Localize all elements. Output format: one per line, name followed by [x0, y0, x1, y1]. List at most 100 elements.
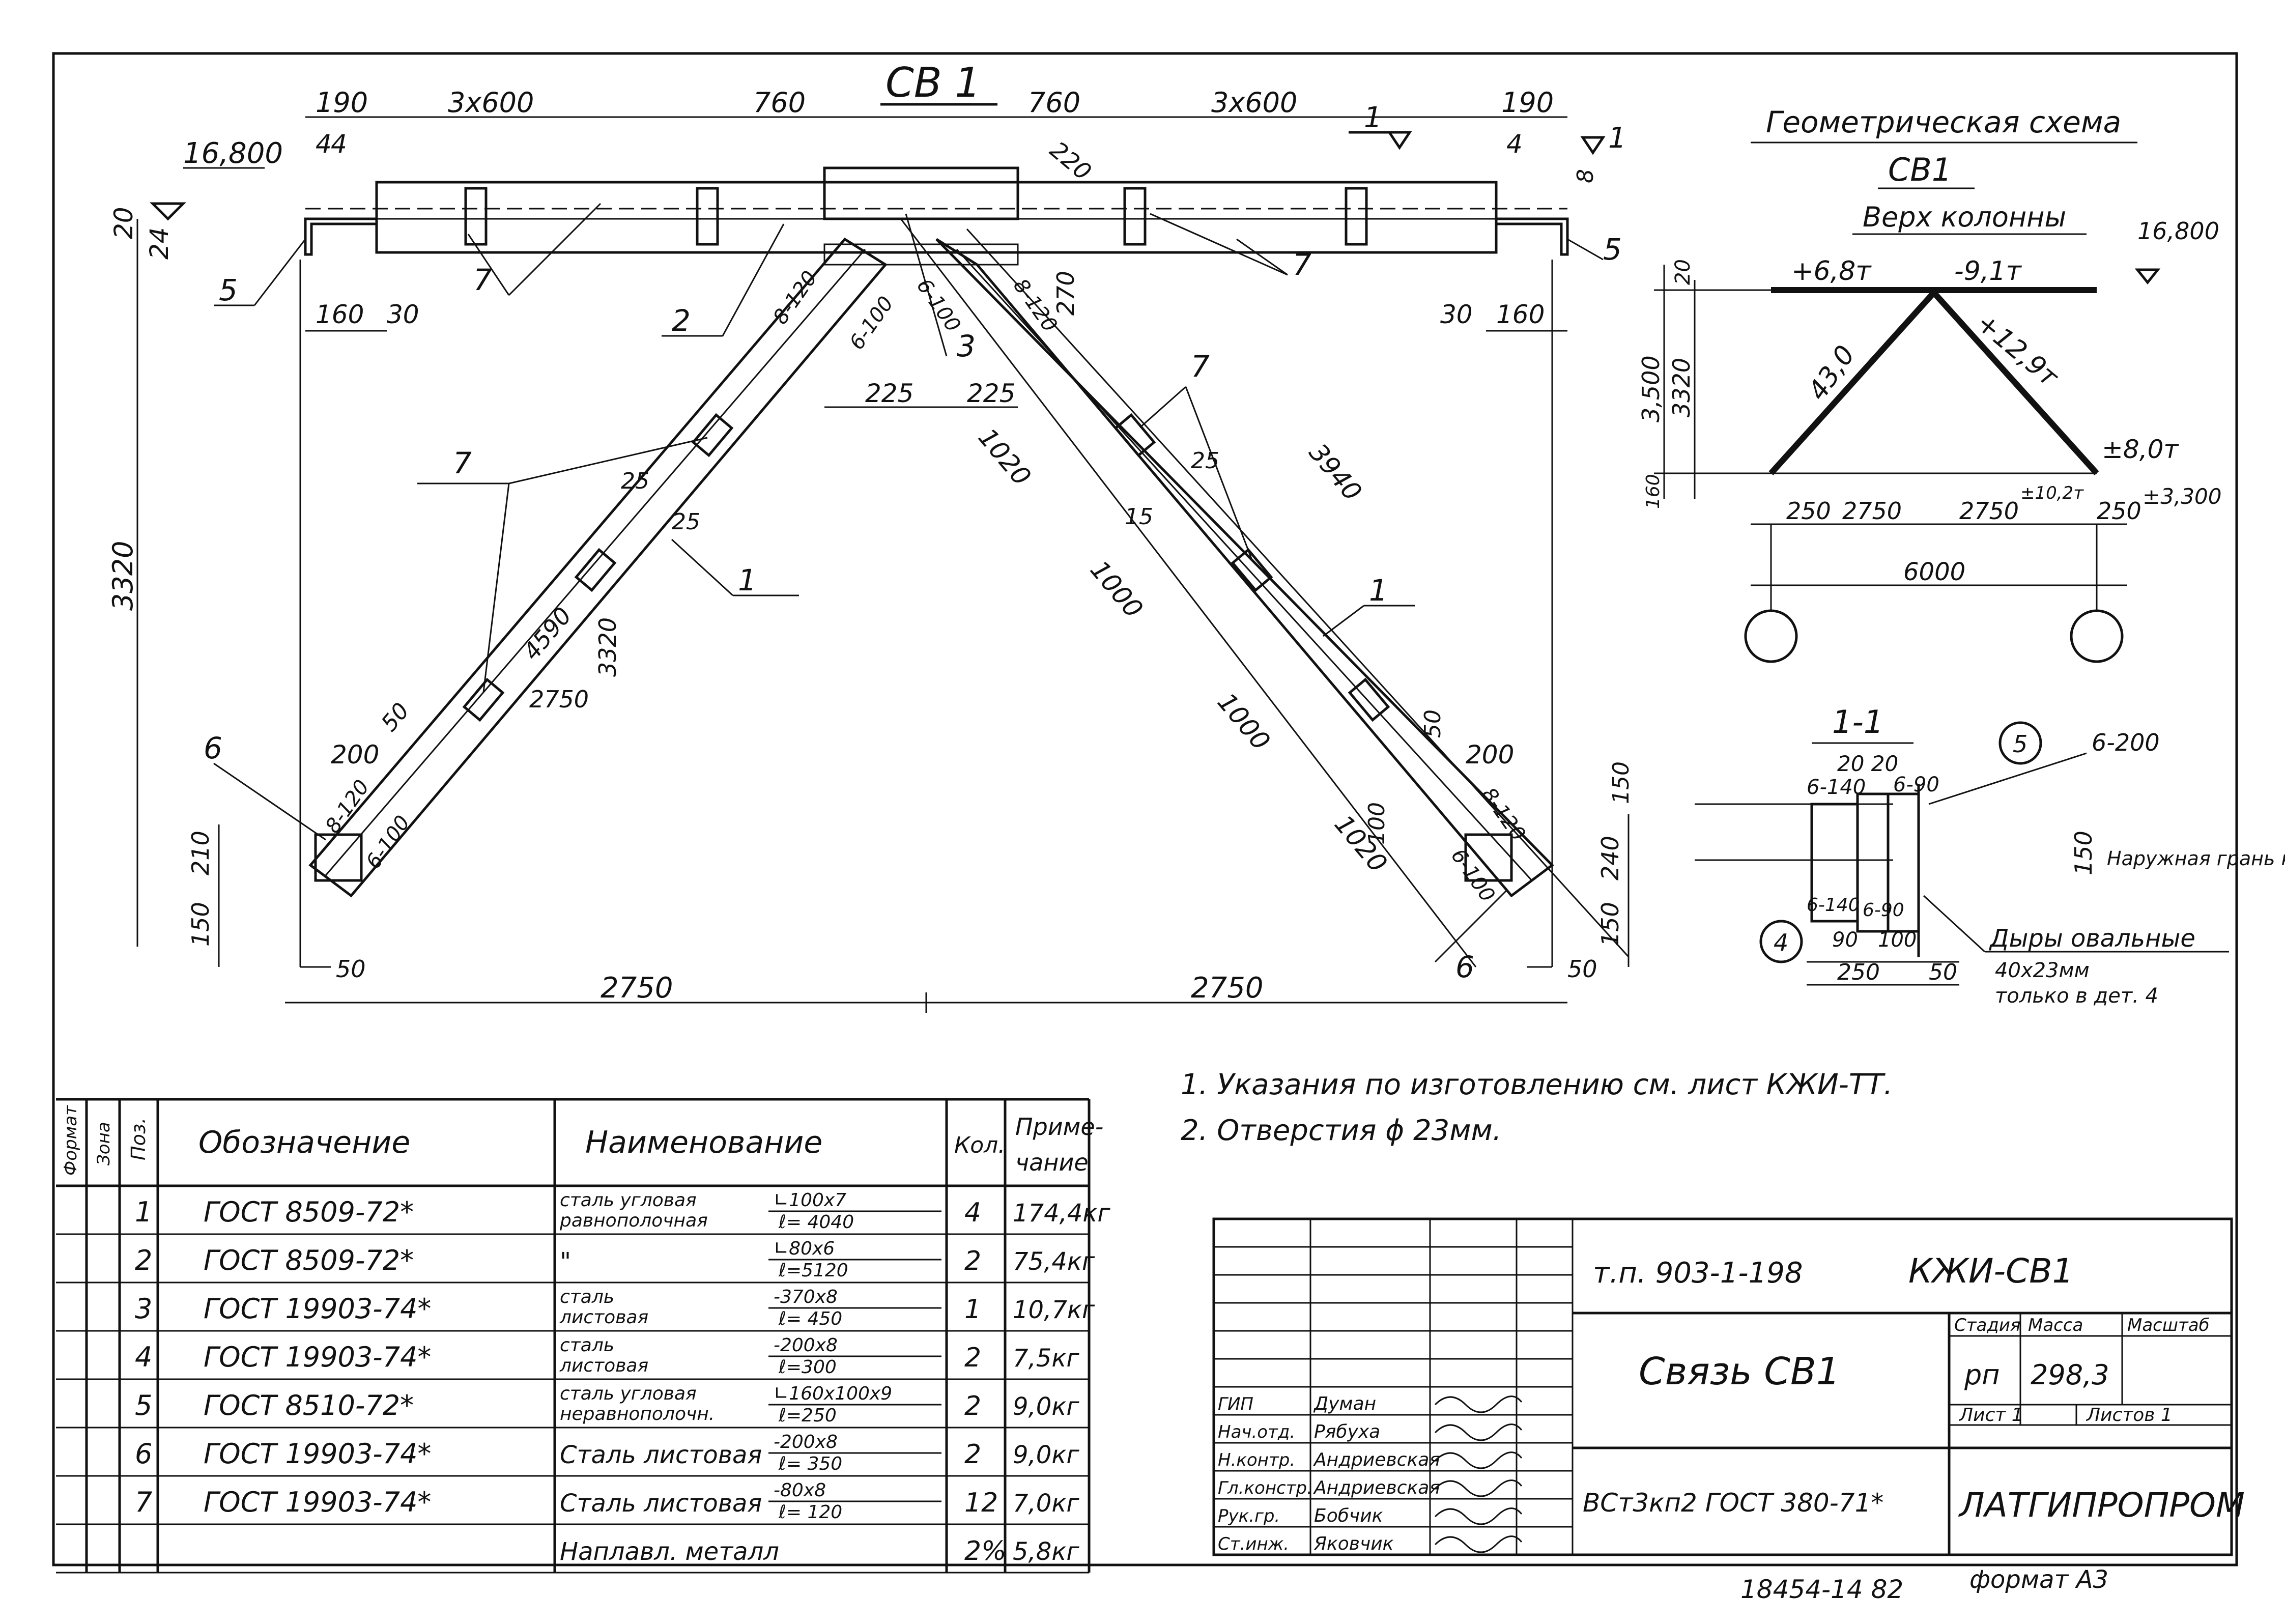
- dim-3x600-left: 3х600: [448, 87, 534, 119]
- dim-190-right: 190: [1501, 87, 1554, 119]
- dim-1000-a: 1000: [1084, 555, 1149, 623]
- stamp-project: т.п. 903-1-198: [1593, 1257, 1803, 1290]
- spec-row-qty: 1: [964, 1294, 981, 1325]
- spec-row-note: 5,8кг: [1013, 1537, 1079, 1566]
- spec-row-length: ℓ=5120: [778, 1260, 848, 1281]
- section-plate-6-200: 6-200: [2092, 729, 2160, 756]
- spec-row-name-2: неравнополочн.: [560, 1404, 715, 1424]
- geo-b-250-left: 250: [1786, 497, 1831, 525]
- dim-50-bottom-left: 50: [336, 955, 366, 983]
- stamp-role: Рук.гр.: [1218, 1506, 1280, 1526]
- section-pos-4: 4: [1774, 929, 1788, 956]
- spec-row-profile: -200х8: [774, 1432, 838, 1452]
- stamp-signature: [1434, 1395, 1523, 1413]
- geo-level: 16,800: [2137, 217, 2219, 245]
- geo-subtitle: СВ1: [1888, 151, 1952, 188]
- spec-header-qty: Кол.: [954, 1132, 1005, 1158]
- stamp-signature: [1434, 1451, 1523, 1469]
- spec-row-pos: 6: [135, 1438, 152, 1470]
- section-plate-6-140-b: 6-140: [1807, 895, 1860, 916]
- dim-3940: 3940: [1303, 438, 1367, 506]
- spec-row-note: 9,0кг: [1013, 1441, 1079, 1469]
- geo-level-bottom: ±3,300: [2143, 484, 2221, 509]
- section-note-holes-detail: только в дет. 4: [1995, 984, 2158, 1008]
- pos-7-b: 7: [1293, 247, 1311, 282]
- section-dim-50: 50: [1929, 959, 1957, 985]
- left-diagonal: [308, 237, 888, 898]
- dim-190-left: 190: [316, 87, 368, 119]
- geo-b-250-right: 250: [2097, 497, 2141, 525]
- geo-h-3500: 3,500: [1637, 355, 1665, 422]
- pos-6-right: 6: [1455, 950, 1474, 984]
- dim-1000-b: 1000: [1212, 687, 1276, 756]
- spec-row-note: 174,4кг: [1013, 1199, 1110, 1228]
- spec-row-pos: 7: [135, 1486, 152, 1518]
- stamp-sheets: Листов 1: [2086, 1405, 2173, 1426]
- spec-row-qty: 2: [964, 1391, 981, 1421]
- sheet-format: формат А3: [1969, 1565, 2108, 1594]
- geo-h-20: 20: [1671, 259, 1695, 285]
- stamp-stage-header: Стадия: [1954, 1315, 2020, 1335]
- section-note-holes: Дыры овальные: [1989, 924, 2195, 953]
- dim-160-left: 160: [316, 300, 364, 329]
- spec-row-note: 10,7кг: [1013, 1296, 1095, 1324]
- dim-3x600-right: 3х600: [1211, 87, 1297, 119]
- geo-b-6000: 6000: [1903, 558, 1965, 586]
- section-plate-6-90-b: 6-90: [1863, 900, 1904, 921]
- geo-h-3320: 3320: [1668, 358, 1695, 417]
- dim-1020-upper: 1020: [973, 422, 1037, 491]
- stamp-role: Ст.инж.: [1218, 1534, 1289, 1554]
- spec-row-designation: ГОСТ 19903-74*: [204, 1341, 431, 1373]
- spec-row-pos: 2: [135, 1244, 152, 1276]
- spec-row-note: 7,5кг: [1013, 1344, 1079, 1373]
- dim-160-right: 160: [1496, 300, 1545, 329]
- section-note-face: Наружная грань колонны: [2107, 847, 2285, 870]
- pos-5-right: 5: [1603, 232, 1622, 267]
- sheet-frame: [52, 52, 2238, 1566]
- spec-row-length: ℓ= 350: [778, 1454, 842, 1474]
- stamp-mass: 298,3: [2031, 1359, 2109, 1391]
- dim-220: 220: [1045, 136, 1097, 186]
- pos-1-right: 1: [1369, 573, 1388, 608]
- spec-row-name-2: равнополочная: [559, 1210, 708, 1231]
- pos-4-left: 4: [331, 129, 347, 159]
- section-plate-6-90: 6-90: [1893, 773, 1939, 796]
- dim-2750-bottom-right: 2750: [1191, 972, 1264, 1005]
- stamp-person: Андриевская: [1313, 1449, 1440, 1470]
- stamp-person: Бобчик: [1314, 1505, 1383, 1526]
- spec-header-format: Формат: [61, 1105, 81, 1176]
- stamp-mass-header: Масса: [2028, 1315, 2083, 1335]
- dim-3320-slope: 3320: [594, 617, 621, 677]
- stamp-role: Н.контр.: [1218, 1450, 1295, 1470]
- level-top: 16,800: [183, 137, 283, 170]
- spec-row-designation: ГОСТ 19903-74*: [204, 1293, 431, 1325]
- drawing-title: СВ 1: [886, 59, 981, 106]
- inventory-number: 18454-14 82: [1740, 1575, 1903, 1604]
- dim-50-bottom-right: 50: [1567, 955, 1597, 983]
- spec-row-qty: 12: [964, 1488, 998, 1518]
- geo-force-right: ±8,0т: [2102, 435, 2179, 464]
- axis-marker-right: [2070, 609, 2124, 663]
- stamp-material: ВСт3кп2 ГОСТ 380-71*: [1583, 1488, 1883, 1518]
- spec-row-designation: ГОСТ 8509-72*: [204, 1196, 414, 1228]
- top-chord: [375, 181, 1498, 254]
- dim-270: 270: [1052, 271, 1079, 316]
- stamp-sheet: Лист 1: [1958, 1405, 2023, 1426]
- pos-2: 2: [672, 303, 691, 338]
- dim-8: 8: [1573, 169, 1598, 183]
- spec-row-designation: ГОСТ 8510-72*: [204, 1389, 414, 1421]
- spec-row-note: 75,4кг: [1013, 1247, 1095, 1276]
- axis-marker-left: [1744, 609, 1798, 663]
- spec-row-length: ℓ=250: [778, 1405, 837, 1426]
- spec-row-name: ": [560, 1247, 571, 1276]
- dim-150-right: 150: [1596, 902, 1624, 947]
- geo-force-top-left: +6,8т: [1791, 256, 1872, 287]
- plate-6-100-d: 6-100: [1446, 844, 1499, 906]
- stamp-title: Связь СВ1: [1639, 1350, 1840, 1393]
- spec-row-note: 9,0кг: [1013, 1392, 1079, 1421]
- section-title: 1-1: [1832, 703, 1883, 740]
- pos-7-a: 7: [473, 263, 492, 297]
- spec-row-name-2: листовая: [559, 1307, 648, 1328]
- spec-row-qty: 2: [964, 1439, 981, 1470]
